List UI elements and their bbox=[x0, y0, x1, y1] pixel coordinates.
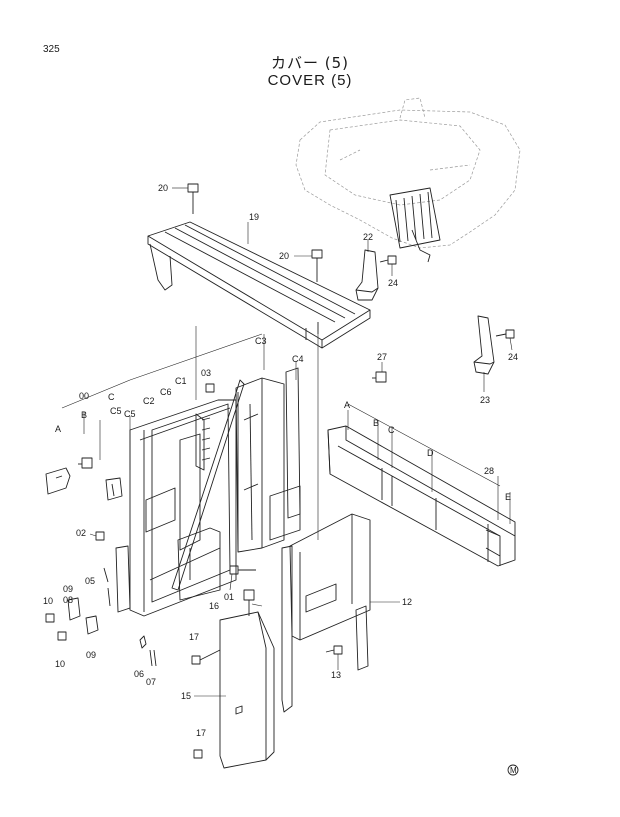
frame-assembly bbox=[129, 379, 245, 617]
frame-leader-lines bbox=[61, 326, 319, 540]
callout-03: 03 bbox=[201, 368, 211, 378]
bolt-part-02 bbox=[95, 531, 105, 541]
bracket-part-22 bbox=[355, 249, 379, 301]
callout-00: 00 bbox=[79, 391, 89, 401]
callout-20-upper: 20 bbox=[158, 183, 168, 193]
side-cover-part-28 bbox=[327, 425, 516, 567]
machine-reference-outline bbox=[295, 97, 521, 249]
bolt-part-24-upper bbox=[379, 255, 397, 265]
bolt-part-13 bbox=[325, 645, 343, 655]
callout-05: 05 bbox=[85, 576, 95, 586]
callout-e-cover: E bbox=[505, 492, 511, 502]
bolt-part-20-right bbox=[311, 249, 323, 282]
callout-10-lower: 10 bbox=[55, 659, 65, 669]
panel-part-c3 bbox=[235, 377, 285, 553]
callout-01: 01 bbox=[224, 592, 234, 602]
callout-c5-upper: C5 bbox=[110, 406, 122, 416]
bolt-part-03 bbox=[205, 383, 215, 393]
callout-17-lower: 17 bbox=[196, 728, 206, 738]
callout-c5-lower: C5 bbox=[124, 409, 136, 419]
callout-b-frame: B bbox=[81, 410, 87, 420]
callout-17-upper: 17 bbox=[189, 632, 199, 642]
page-title-english: COVER (5) bbox=[267, 72, 353, 89]
bolt-part-10 bbox=[45, 613, 67, 641]
bracket-part-c-small bbox=[105, 477, 123, 501]
callout-c3: C3 bbox=[255, 336, 267, 346]
callout-09-lower: 09 bbox=[86, 650, 96, 660]
callout-c6: C6 bbox=[160, 387, 172, 397]
callout-c4: C4 bbox=[292, 354, 304, 364]
callout-20-right: 20 bbox=[279, 251, 289, 261]
callout-c-cover: C bbox=[388, 425, 395, 435]
maker-mark-circle bbox=[507, 764, 519, 776]
callout-13: 13 bbox=[331, 670, 341, 680]
top-cover-part-19 bbox=[147, 221, 371, 349]
page-title-japanese: カバー (5) bbox=[270, 54, 350, 72]
callout-10-upper: 10 bbox=[43, 596, 53, 606]
bolt-part-01 bbox=[229, 565, 256, 575]
lower-cover-part-15 bbox=[219, 611, 275, 769]
bracket-part-a-small bbox=[45, 467, 71, 495]
callout-24-lower: 24 bbox=[508, 352, 518, 362]
callout-19: 19 bbox=[249, 212, 259, 222]
bolt-part-17-upper bbox=[191, 649, 221, 665]
callout-c2: C2 bbox=[143, 396, 155, 406]
callout-24-upper: 24 bbox=[388, 278, 398, 288]
bolt-part-20-upper bbox=[187, 183, 199, 214]
clamp-part-09-08 bbox=[67, 597, 99, 635]
side-bracket-part-12 bbox=[281, 513, 371, 713]
callout-a-cover: A bbox=[344, 400, 350, 410]
panel-part-c4 bbox=[269, 367, 301, 541]
bracket-part-05 bbox=[103, 545, 131, 613]
bolt-part-17-lower bbox=[193, 749, 203, 759]
callout-b-cover: B bbox=[373, 418, 379, 428]
callout-08: 08 bbox=[63, 595, 73, 605]
callout-07: 07 bbox=[146, 677, 156, 687]
leader-lines-part-28 bbox=[347, 403, 511, 524]
callout-28: 28 bbox=[484, 466, 494, 476]
page-number: 325 bbox=[43, 44, 60, 55]
callout-d-cover: D bbox=[427, 448, 434, 458]
bracket-part-23 bbox=[473, 315, 495, 375]
callout-12: 12 bbox=[402, 597, 412, 607]
callout-09-upper: 09 bbox=[63, 584, 73, 594]
callout-06: 06 bbox=[134, 669, 144, 679]
callout-27: 27 bbox=[377, 352, 387, 362]
callout-22: 22 bbox=[363, 232, 373, 242]
callout-c-frame: C bbox=[108, 392, 115, 402]
bolt-part-b-small bbox=[78, 457, 93, 469]
machine-detail-grille bbox=[389, 187, 441, 263]
callout-16: 16 bbox=[209, 601, 219, 611]
callout-c1: C1 bbox=[175, 376, 187, 386]
callout-a-frame: A bbox=[55, 424, 61, 434]
maker-mark: M bbox=[510, 766, 517, 775]
callout-15: 15 bbox=[181, 691, 191, 701]
callout-leader-lines bbox=[89, 187, 513, 697]
callout-labels: 20 19 20 22 24 24 23 27 28 A B C D E 00 … bbox=[43, 183, 518, 775]
bolt-part-27 bbox=[372, 371, 387, 383]
small-parts-06-07 bbox=[139, 635, 157, 667]
bolt-part-24-lower bbox=[495, 329, 515, 339]
callout-23: 23 bbox=[480, 395, 490, 405]
bolt-part-16 bbox=[243, 589, 255, 616]
callout-02: 02 bbox=[76, 528, 86, 538]
